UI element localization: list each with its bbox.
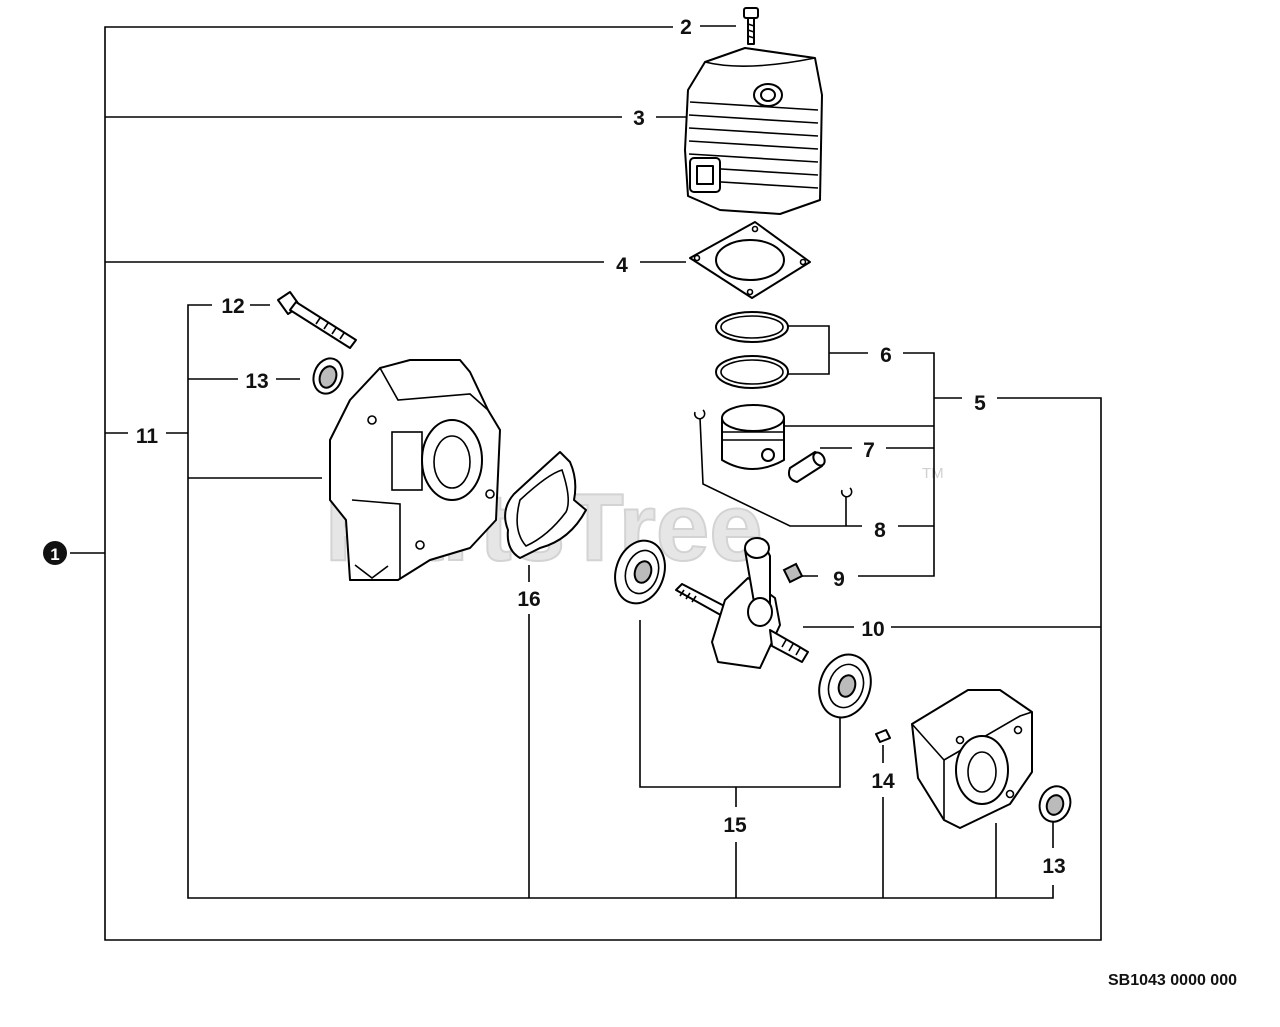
callout-3: 3 bbox=[633, 107, 645, 130]
crankcase-right-icon bbox=[911, 689, 1033, 829]
piston-pin-icon bbox=[787, 451, 826, 483]
assembly-marker-badge bbox=[43, 541, 67, 565]
diagram-code: SB1043 0000 000 bbox=[1108, 972, 1237, 989]
piston-icon bbox=[721, 404, 785, 470]
assembly-marker-text: 1 bbox=[50, 545, 59, 564]
callout-8: 8 bbox=[874, 519, 886, 542]
callout-11: 11 bbox=[136, 425, 159, 448]
callout-14: 14 bbox=[871, 770, 895, 793]
circlip-icon bbox=[693, 409, 853, 498]
callout-13-right: 13 bbox=[1042, 855, 1065, 878]
callout-16: 16 bbox=[517, 588, 540, 611]
callout-4: 4 bbox=[616, 254, 628, 277]
crankcase-bolt-icon bbox=[277, 291, 357, 349]
callout-13-left: 13 bbox=[245, 370, 268, 393]
callout-2: 2 bbox=[680, 16, 692, 39]
crankcase-left-icon bbox=[329, 359, 501, 581]
crankcase-gasket-icon bbox=[504, 451, 587, 559]
callout-9: 9 bbox=[833, 568, 845, 591]
watermark-trademark: TM bbox=[922, 465, 944, 482]
piston-rings-icon bbox=[715, 311, 789, 389]
cylinder-bolt-icon bbox=[743, 7, 759, 45]
callout-6: 6 bbox=[880, 344, 892, 367]
cylinder-gasket-icon bbox=[689, 221, 811, 299]
oil-seal-right-icon bbox=[1038, 785, 1072, 823]
needle-bearing-icon bbox=[782, 562, 804, 584]
bearing-left-icon bbox=[614, 539, 666, 605]
callout-7: 7 bbox=[863, 439, 875, 462]
callout-5: 5 bbox=[974, 392, 986, 415]
callout-12: 12 bbox=[221, 295, 244, 318]
callout-15: 15 bbox=[723, 814, 747, 837]
bearing-right-icon bbox=[818, 653, 872, 719]
cylinder-icon bbox=[684, 47, 823, 215]
callout-10: 10 bbox=[861, 618, 884, 641]
callout-labels: 1 2 3 4 5 6 7 8 9 10 11 12 13 13 14 15 1… bbox=[43, 16, 1066, 878]
dowel-pin-icon bbox=[875, 729, 891, 743]
crankshaft-icon bbox=[675, 537, 809, 669]
oil-seal-left-icon bbox=[312, 357, 344, 395]
